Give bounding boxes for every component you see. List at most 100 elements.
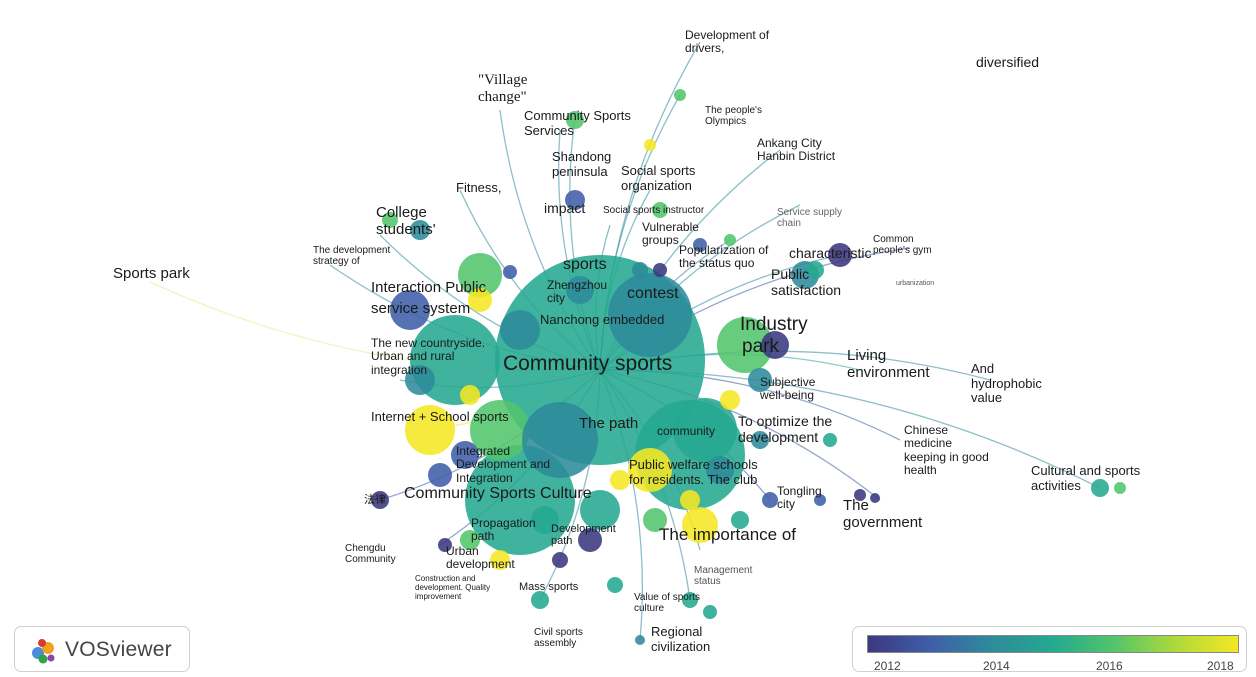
label-optimize-development[interactable]: To optimize the development [738, 413, 833, 445]
label-integrated-development[interactable]: Integrated Development and Integration [456, 444, 551, 485]
label-propagation-path[interactable]: Propagation path [471, 516, 536, 544]
node[interactable] [673, 398, 737, 462]
node[interactable] [720, 390, 740, 410]
node[interactable] [644, 139, 656, 151]
label-the-importance-of[interactable]: The importance of [659, 525, 797, 544]
node[interactable] [870, 493, 880, 503]
label-the-path[interactable]: The path [579, 415, 639, 432]
node[interactable] [748, 368, 772, 392]
label-fitness[interactable]: Fitness, [456, 180, 502, 195]
node[interactable] [382, 212, 398, 228]
label-management-status[interactable]: Management status [694, 565, 753, 588]
label-cultural-sports-activities[interactable]: Cultural and sports activities [1031, 463, 1141, 493]
label-park[interactable]: park [742, 336, 779, 357]
label-public-satisfaction[interactable]: Public satisfaction [771, 266, 842, 298]
node[interactable] [751, 431, 769, 449]
label-common-peoples-gym[interactable]: Common people's gym [873, 234, 932, 257]
node[interactable] [682, 507, 718, 543]
label-hydrophobic-value[interactable]: And hydrophobic value [971, 361, 1042, 406]
node[interactable] [731, 511, 749, 529]
node[interactable] [608, 273, 692, 357]
label-subjective-well-being[interactable]: Subjective well-being [760, 375, 816, 403]
node[interactable] [405, 405, 455, 455]
label-urbanization[interactable]: urbanization [896, 280, 935, 287]
label-new-countryside[interactable]: The new countryside. Urban and rural int… [371, 336, 486, 377]
node[interactable] [680, 490, 700, 510]
label-urban-development[interactable]: Urban development [446, 544, 515, 572]
label-community-sports-services[interactable]: Community Sports Services [524, 108, 631, 138]
node[interactable] [806, 261, 824, 279]
label-service-system[interactable]: service system [371, 300, 471, 317]
label-popularization[interactable]: Popularization of the status quo [679, 243, 769, 271]
label-civil-sports-assembly[interactable]: Civil sports assembly [534, 627, 583, 650]
node[interactable] [828, 243, 852, 267]
node[interactable] [522, 402, 598, 478]
node[interactable] [1091, 479, 1109, 497]
node[interactable] [652, 202, 668, 218]
label-value-of-sports-culture[interactable]: Value of sports culture [634, 592, 700, 615]
label-the-government[interactable]: The government [843, 497, 923, 531]
node[interactable] [490, 550, 510, 570]
node[interactable] [717, 317, 773, 373]
label-impact[interactable]: impact [544, 200, 586, 216]
node[interactable] [565, 190, 585, 210]
node[interactable] [762, 492, 778, 508]
label-community-sports-culture[interactable]: Community Sports Culture [404, 485, 592, 502]
node[interactable] [814, 494, 826, 506]
node[interactable] [566, 276, 594, 304]
label-characteristic[interactable]: characteristic [789, 245, 872, 261]
label-community[interactable]: community [657, 424, 716, 438]
label-industry[interactable]: Industry [740, 314, 808, 335]
node[interactable] [682, 592, 698, 608]
label-community-sports[interactable]: Community sports [503, 352, 673, 375]
label-sports[interactable]: sports [563, 256, 607, 273]
node[interactable] [405, 365, 435, 395]
node[interactable] [632, 262, 648, 278]
label-sports-park[interactable]: Sports park [113, 265, 190, 282]
label-internet-school-sports[interactable]: Internet + School sports [371, 409, 509, 424]
label-zhengzhou-city[interactable]: Zhengzhou city [547, 278, 608, 306]
label-living-environment[interactable]: Living environment [847, 347, 930, 381]
node[interactable] [460, 530, 480, 550]
node[interactable] [503, 265, 517, 279]
label-college-students[interactable]: College students' [376, 204, 436, 238]
node[interactable] [410, 220, 430, 240]
node[interactable] [438, 538, 452, 552]
label-chinese-characters[interactable]: 法律 [364, 494, 386, 506]
label-vulnerable-groups[interactable]: Vulnerable groups [642, 220, 699, 248]
label-public-welfare[interactable]: Public welfare schools for residents. Th… [629, 457, 758, 487]
label-development-strategy[interactable]: The development strategy of [313, 245, 391, 268]
node[interactable] [643, 508, 667, 532]
label-social-sports-instructor[interactable]: Social sports instructor [603, 205, 705, 216]
node[interactable] [761, 331, 789, 359]
label-social-sports-organization[interactable]: Social sports organization [621, 163, 696, 193]
label-chengdu-community[interactable]: Chengdu Community [345, 543, 396, 566]
node[interactable] [428, 463, 452, 487]
node[interactable] [552, 552, 568, 568]
node[interactable] [500, 310, 540, 350]
label-service-supply-chain[interactable]: Service supply chain [777, 207, 843, 230]
node[interactable] [470, 400, 530, 460]
node[interactable] [390, 290, 430, 330]
label-tongling-city[interactable]: Tongling city [777, 484, 822, 512]
node[interactable] [724, 234, 736, 246]
node[interactable] [451, 441, 479, 469]
node[interactable] [1114, 482, 1126, 494]
label-ankang-city[interactable]: Ankang City Hanbin District [757, 136, 836, 164]
node[interactable] [854, 489, 866, 501]
node[interactable] [635, 635, 645, 645]
label-interaction-public[interactable]: Interaction Public [371, 279, 487, 296]
node[interactable] [693, 238, 707, 252]
node[interactable] [823, 433, 837, 447]
node[interactable] [531, 591, 549, 609]
node[interactable] [628, 448, 672, 492]
label-peoples-olympics[interactable]: The people's Olympics [705, 105, 762, 128]
label-construction-development[interactable]: Construction and development. Quality im… [415, 574, 491, 601]
node[interactable] [531, 506, 559, 534]
label-chinese-medicine[interactable]: Chinese medicine keeping in good health [904, 423, 989, 478]
label-nanchong-embedded[interactable]: Nanchong embedded [540, 312, 665, 327]
label-diversified[interactable]: diversified [976, 54, 1040, 70]
node[interactable] [610, 470, 630, 490]
node[interactable] [566, 111, 584, 129]
node[interactable] [653, 263, 667, 277]
